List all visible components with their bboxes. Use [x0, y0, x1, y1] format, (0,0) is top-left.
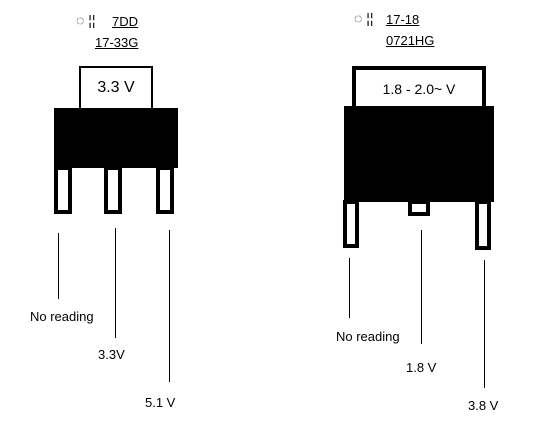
left-chip-lead-line-2 [115, 228, 116, 338]
right-chip-lead-line-2 [421, 230, 422, 344]
left-chip-marking-line-1: 7DD [112, 14, 139, 29]
right-chip-marking-line-2: 0721HG [386, 33, 435, 48]
right-chip-body [344, 106, 494, 202]
left-chip-pin-3-reading: 5.1 V [145, 395, 176, 410]
right-chip-orientation-symbol: ◌ ¦¦ [354, 10, 374, 26]
right-chip-marking-line-1: 17-18 [386, 12, 420, 27]
left-chip-voltage-window: 3.3 V [79, 66, 153, 110]
right-chip-marking: ◌ ¦¦ 17-18 0721HG [354, 10, 474, 50]
right-chip-pin-3-reading: 3.8 V [468, 398, 499, 413]
right-chip-pin-2-reading: 1.8 V [406, 360, 437, 375]
right-chip-lead-line-3 [484, 260, 485, 388]
right-chip-voltage-label: 1.8 - 2.0~ V [382, 81, 456, 97]
left-chip-pin-3 [156, 166, 174, 214]
right-chip-pin-1-reading: No reading [336, 329, 400, 344]
left-chip-lead-line-1 [58, 233, 59, 299]
left-chip-marking: ◌ ¦¦ 7DD 17-33G [76, 12, 186, 52]
left-chip-pin-2-reading: 3.3V [98, 347, 125, 362]
right-chip-pin-1 [343, 200, 359, 248]
left-chip-body [54, 108, 178, 168]
right-chip-pin-3 [475, 200, 491, 250]
left-chip-orientation-symbol: ◌ ¦¦ [76, 12, 96, 28]
right-chip-lead-line-1 [349, 258, 350, 318]
left-chip-pin-2 [104, 166, 122, 214]
left-chip-pin-1-reading: No reading [30, 309, 94, 324]
left-chip-lead-line-3 [169, 230, 170, 382]
left-chip-marking-line-2: 17-33G [95, 35, 139, 50]
left-chip-voltage-label: 3.3 V [97, 79, 135, 96]
right-chip-voltage-window: 1.8 - 2.0~ V [356, 70, 482, 108]
left-chip-pin-1 [54, 166, 72, 214]
right-chip-pin-2 [408, 200, 430, 216]
